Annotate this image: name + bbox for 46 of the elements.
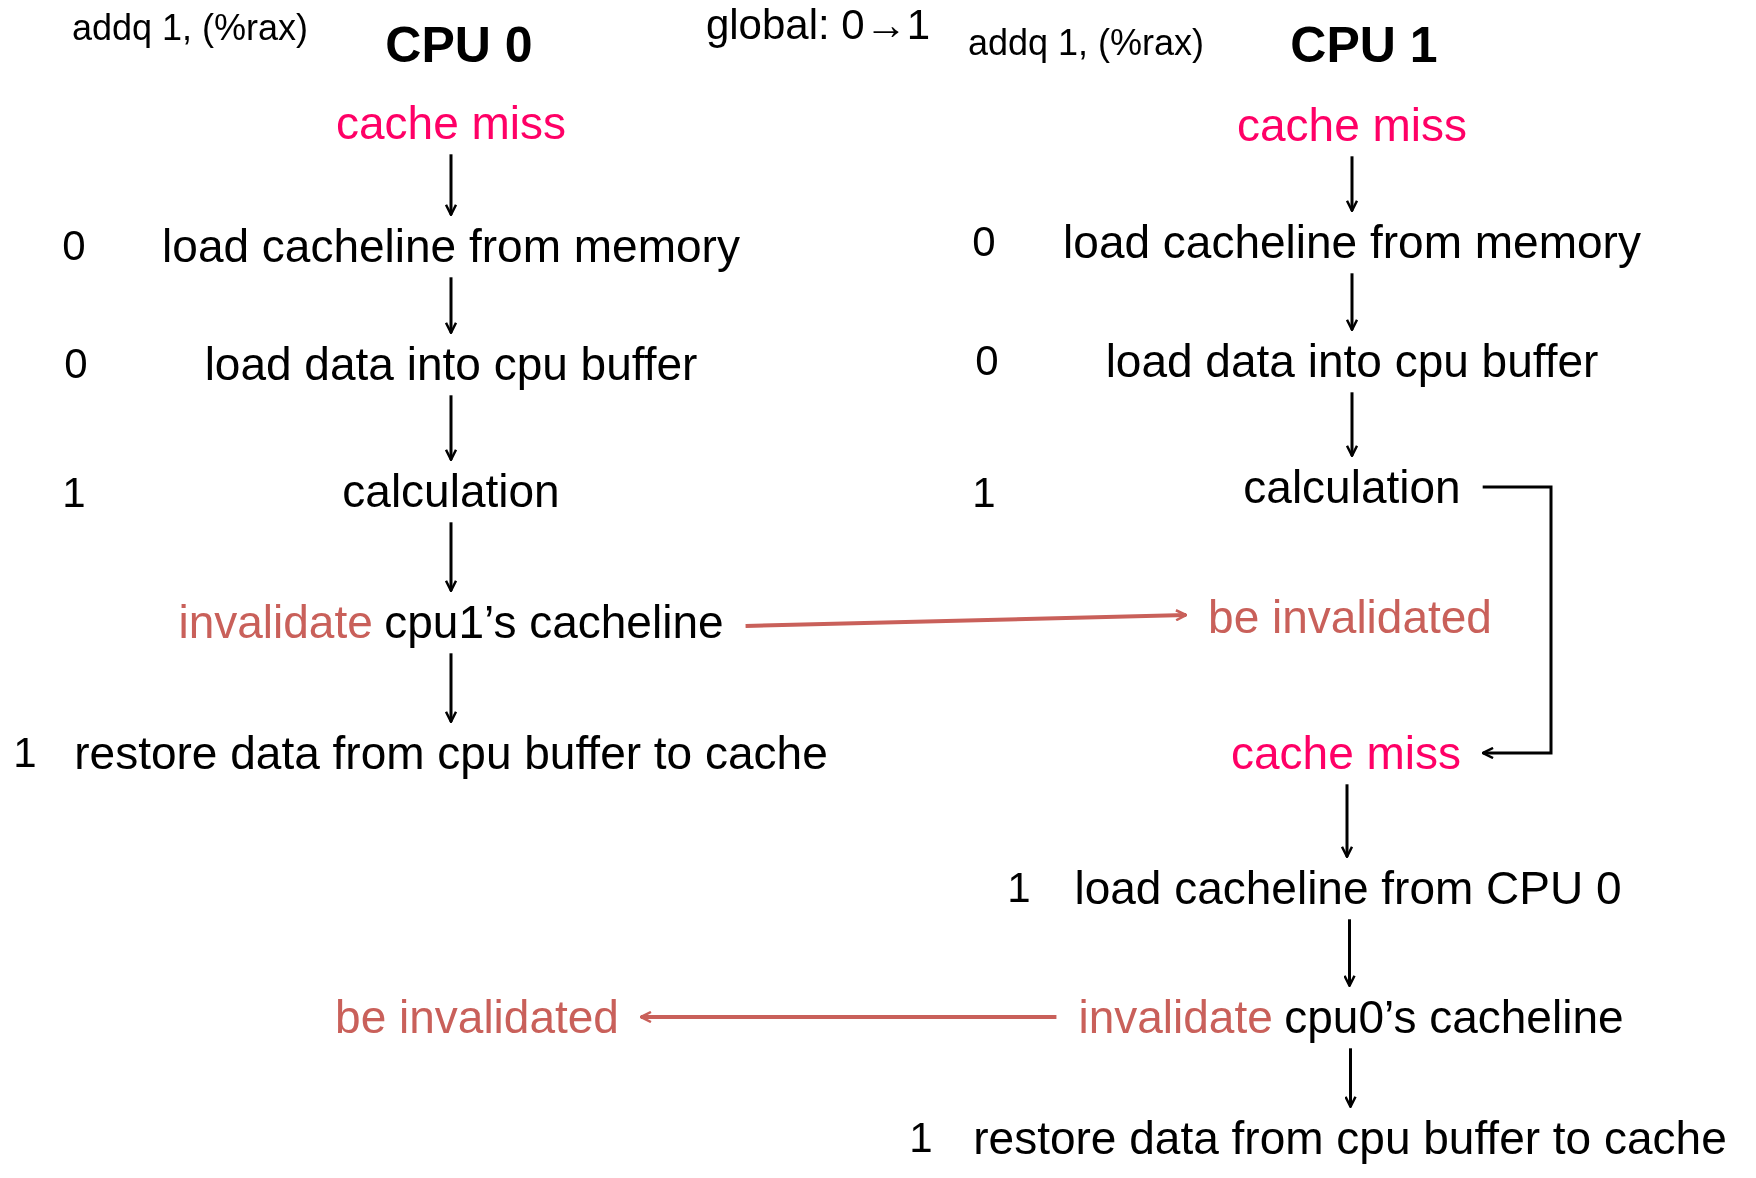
arrow	[1345, 273, 1359, 331]
arrow	[444, 522, 458, 592]
arrow	[639, 1010, 1057, 1024]
register-value: 0	[975, 337, 999, 385]
step-text: cpu0’s cacheline	[1284, 991, 1624, 1043]
step-text: calculation	[1243, 461, 1461, 513]
arrow	[1343, 919, 1356, 987]
arrow	[1345, 156, 1359, 212]
arrow	[745, 609, 1188, 628]
step-text: cache miss	[1230, 727, 1462, 779]
step-text: restore data from cpu buffer to cache	[973, 1112, 1727, 1164]
register-value: 0	[972, 218, 996, 266]
register-value: 1	[972, 469, 996, 517]
register-value: 1	[62, 469, 86, 517]
step-text: load data into cpu buffer	[1105, 335, 1599, 387]
arrow	[1481, 485, 1553, 760]
arrow	[444, 653, 458, 723]
step-text: load data into cpu buffer	[204, 338, 698, 390]
column-heading: CPU 1	[1290, 17, 1438, 73]
arrow	[444, 395, 458, 461]
register-value: 1	[909, 1114, 933, 1162]
header-note: global: 0→1	[705, 1, 931, 49]
column-heading: CPU 0	[385, 17, 533, 73]
step-text: be invalidated	[335, 991, 619, 1043]
step-text: restore data from cpu buffer to cache	[74, 727, 828, 779]
step-text: load cacheline from CPU 0	[1074, 862, 1622, 914]
arrow	[1345, 392, 1359, 457]
arrow	[444, 277, 458, 334]
step-text: cache miss	[1236, 99, 1468, 151]
arrow	[1344, 1048, 1357, 1108]
step-text: be invalidated	[1208, 591, 1492, 643]
step-text: cpu1’s cacheline	[384, 596, 724, 648]
step-text: calculation	[342, 465, 560, 517]
step-text: load cacheline from memory	[1063, 216, 1641, 268]
register-value: 0	[64, 340, 88, 388]
header-note: addq 1, (%rax)	[71, 8, 309, 48]
arrow	[444, 154, 458, 216]
header-note: addq 1, (%rax)	[967, 23, 1205, 63]
step-text: load cacheline from memory	[162, 220, 740, 272]
register-value: 0	[62, 222, 86, 270]
arrow	[1340, 784, 1354, 858]
register-value: 1	[1007, 864, 1031, 912]
step-text: cache miss	[335, 97, 567, 149]
register-value: 1	[13, 729, 37, 777]
action-word: invalidate	[178, 596, 373, 648]
action-word: invalidate	[1078, 991, 1273, 1043]
